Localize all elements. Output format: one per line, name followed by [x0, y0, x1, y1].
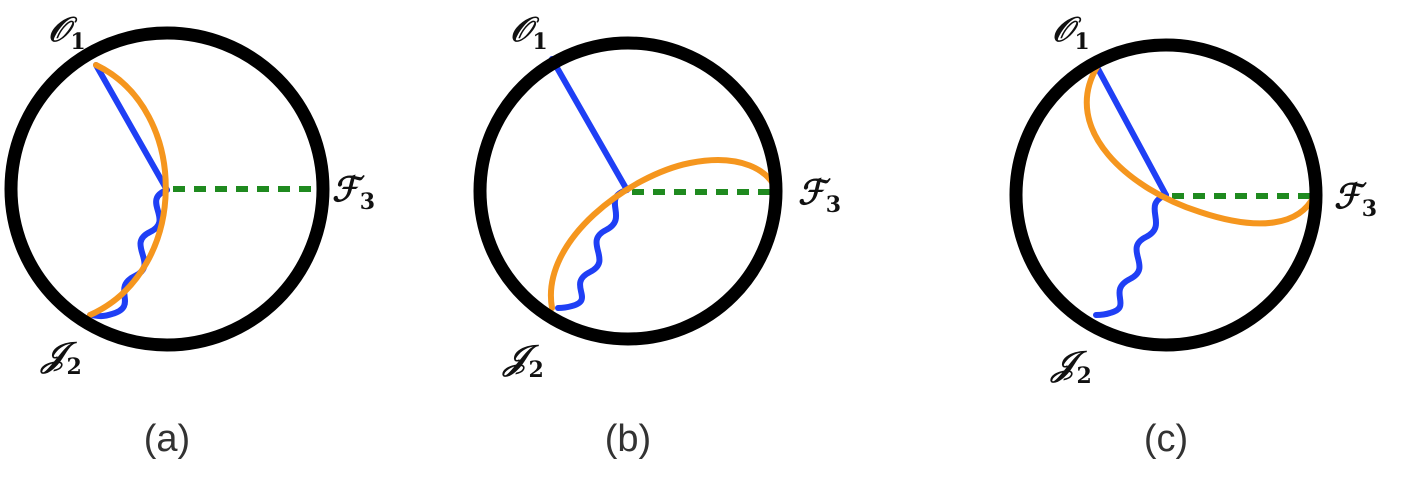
ads-boundary-circle — [1009, 38, 1323, 352]
wavy-propagator-j2 — [555, 187, 630, 311]
operator-label-j2: 𝒥2 — [1050, 344, 1092, 389]
solid-propagator-o1 — [1094, 64, 1169, 198]
caption-a: (a) — [144, 418, 190, 460]
operator-label-j2: 𝒥2 — [40, 335, 82, 380]
operator-label-f3: ℱ3 — [798, 173, 841, 218]
panel-b: 𝒪1 𝒥2 ℱ3 (b) — [473, 10, 841, 460]
wavy-propagator-j2 — [1093, 192, 1169, 318]
geodesic-arc — [547, 157, 780, 311]
solid-propagator-o1 — [549, 56, 630, 193]
operator-label-o1: 𝒪1 — [510, 10, 548, 55]
panel-c: 𝒪1 𝒥2 ℱ3 (c) — [1009, 10, 1377, 460]
geodesic-arc — [87, 62, 169, 318]
caption-c: (c) — [1144, 418, 1188, 460]
ads-boundary-circle — [473, 36, 783, 346]
geodesic-arc — [1083, 64, 1317, 227]
operator-label-f3: ℱ3 — [332, 170, 375, 215]
wavy-propagator-j2 — [87, 187, 170, 320]
operator-label-o1: 𝒪1 — [48, 10, 86, 55]
operator-label-f3: ℱ3 — [1334, 177, 1377, 222]
operator-label-j2: 𝒥2 — [502, 338, 544, 383]
operator-label-o1: 𝒪1 — [1052, 10, 1090, 55]
solid-propagator-o1 — [93, 62, 170, 193]
ads-boundary-circle — [4, 26, 330, 352]
caption-b: (b) — [605, 418, 651, 460]
panel-a: 𝒪1 𝒥2 ℱ3 (a) — [4, 10, 375, 460]
